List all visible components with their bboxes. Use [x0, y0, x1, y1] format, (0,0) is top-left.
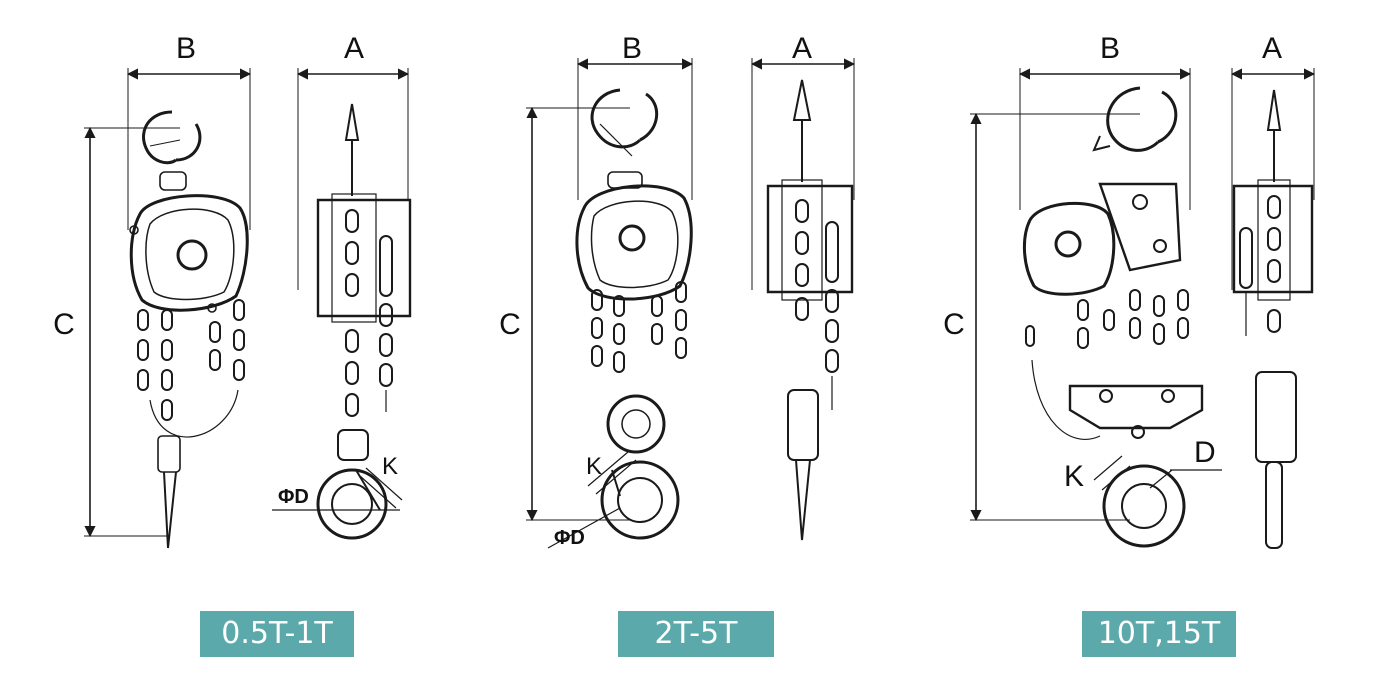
label-d: ΦD: [278, 486, 309, 508]
label-a: A: [1262, 32, 1282, 65]
dimension-c-line: [84, 126, 180, 538]
label-d: D: [1194, 436, 1216, 469]
label-c: C: [53, 308, 75, 341]
figure-small-hoist: [84, 68, 412, 549]
dimension-k-line: [1093, 455, 1131, 491]
label-k: K: [586, 453, 602, 480]
capacity-badge-medium: 2T-5T: [618, 611, 774, 657]
hoist-side-view: [766, 79, 854, 541]
capacity-badge-large: 10T,15T: [1082, 611, 1236, 657]
hoist-front-view: [575, 88, 693, 540]
label-c: C: [499, 308, 521, 341]
dimension-b-line: [126, 68, 252, 230]
figure-large-hoist-labels: B A C D K: [943, 32, 1282, 493]
capacity-badge-small: 0.5T-1T: [200, 611, 354, 657]
label-c: C: [943, 308, 965, 341]
dimension-b-line: [1018, 68, 1192, 210]
dimension-k-line: [359, 467, 403, 509]
capacity-label: 2T-5T: [654, 616, 738, 651]
label-b: B: [622, 32, 642, 65]
figure-medium-hoist-labels: B A C ΦD K: [499, 32, 812, 549]
hoist-side-view: [316, 103, 412, 540]
label-b: B: [1100, 32, 1120, 65]
hoist-side-view: [1232, 89, 1314, 549]
hoist-front-view: [1022, 86, 1204, 548]
dimension-a-line: [750, 58, 856, 290]
figure-small-hoist-labels: B A C ΦD K: [53, 32, 398, 508]
figure-large-hoist: [970, 68, 1316, 549]
label-b: B: [176, 32, 196, 65]
dimension-a-line: [296, 68, 410, 290]
dimension-b-line: [576, 58, 694, 200]
label-a: A: [792, 32, 812, 65]
capacity-label: 0.5T-1T: [221, 616, 333, 651]
label-k: K: [1064, 460, 1084, 493]
label-k: K: [382, 453, 398, 480]
dimension-k-line: [587, 451, 637, 495]
dimension-d-line: [1149, 469, 1222, 489]
label-d: ΦD: [554, 527, 585, 549]
figure-medium-hoist: [526, 58, 856, 549]
dimension-c-line: [526, 106, 630, 522]
hoist-front-view: [129, 110, 249, 549]
dimension-d-line: [547, 507, 621, 549]
dimension-a-line: [1230, 68, 1316, 290]
capacity-label: 10T,15T: [1097, 616, 1221, 651]
dimension-c-line: [970, 112, 1140, 522]
label-a: A: [344, 32, 364, 65]
